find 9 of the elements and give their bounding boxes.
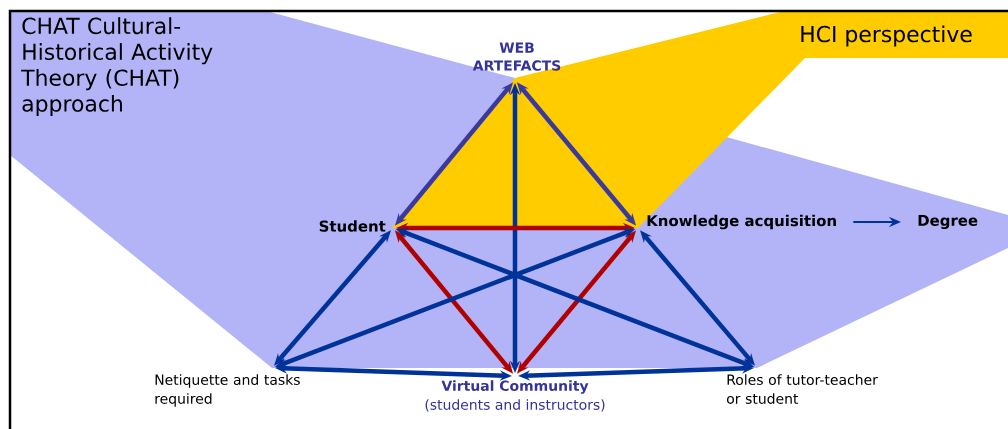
vertex-label: Roles of tutor-teacher or student — [726, 374, 878, 404]
vertex-label: Netiquette and tasks required — [155, 374, 300, 407]
band-heading: CHAT Cultural-Historical Activity Theory (CHAT) approach — [21, 17, 213, 117]
vertex-label: Virtual Community (students and instructors) — [425, 380, 605, 412]
vertex-label: Knowledge acquisition — [647, 214, 836, 230]
vertex-label: Student — [319, 220, 386, 232]
vertex-label: Degree — [918, 214, 978, 230]
band-heading: HCI perspective — [801, 25, 972, 47]
vertex-label: WEB ARTEFACTS — [472, 42, 561, 71]
